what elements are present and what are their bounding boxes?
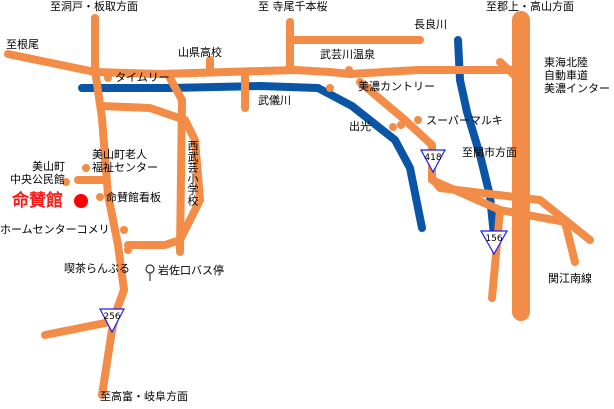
meisankan-marker [74, 194, 88, 208]
poi-dot-hall [62, 178, 70, 186]
landmark-home-center: ホームセンターコメリ [0, 223, 110, 236]
roads [4, 14, 594, 399]
railway-label: 関江南線 [548, 272, 592, 285]
landmark-community-hall: 美山町 中央公民館 [10, 160, 65, 186]
shield-418-label: 418 [424, 153, 441, 163]
landmark-cafe: 喫茶らんぶる [64, 262, 130, 275]
landmark-mugi-onsen: 武芸川温泉 [320, 48, 375, 61]
shield-256: 256 [99, 308, 125, 334]
poi-dot-idemitsu2 [397, 121, 405, 129]
landmark-yamagata-high: 山県高校 [178, 46, 222, 59]
poi-dot-sign [96, 193, 104, 201]
shield-418: 418 [419, 149, 447, 174]
landmark-meisankan-sign: 命賛館看板 [106, 191, 161, 204]
direction-seki: 至関市方面 [462, 146, 517, 159]
school-road [166, 74, 186, 256]
direction-south: 至高富・岐阜方面 [100, 390, 188, 403]
landmark-meisankan: 命賛館 [12, 191, 63, 211]
landmark-idemitsu: 出光 [349, 120, 371, 133]
landmark-bus-stop: 岩佐口バス停 [158, 264, 224, 277]
shield-156: 156 [479, 230, 509, 256]
direction-west: 至根尾 [6, 38, 39, 51]
shield-156-label: 156 [485, 234, 502, 244]
school-loop [98, 102, 204, 249]
expressway-label: 東海北陸 自動車道 美濃インター [544, 56, 610, 95]
landmark-timely: タイムリー [115, 71, 170, 84]
poi-dots [62, 64, 422, 254]
poi-dot-yamagata [206, 64, 214, 72]
poi-dot-komeri [120, 226, 128, 234]
route-256-sw [41, 318, 114, 339]
landmark-elderly-center: 美山町老人 福祉センター [92, 148, 158, 174]
river-mugi-label: 武儀川 [258, 94, 291, 107]
bus-stop-pin [145, 264, 155, 281]
poi-dot-maruki [414, 116, 422, 124]
shield-256-label: 256 [103, 312, 120, 322]
poi-dot-elderly [82, 164, 90, 172]
landmark-super-maruki: スーパーマルキ [426, 114, 503, 127]
mugi-river [78, 82, 426, 232]
poi-dot-country [326, 84, 334, 92]
road-west-north [4, 50, 526, 78]
direction-north-center: 至 寺尾千本桜 [258, 0, 328, 13]
landmark-mino-school: 西武芸小学校 [186, 140, 199, 206]
poi-dot-onsen [345, 66, 353, 74]
river-nagara-label: 長良川 [414, 18, 447, 31]
poi-dot-timely [104, 74, 112, 82]
landmark-mino-country: 美濃カントリー [358, 80, 435, 93]
road-east [496, 206, 579, 266]
poi-dot-idemitsu [389, 123, 397, 131]
poi-dot-cafe [124, 246, 132, 254]
direction-north-right: 至郡上・高山方面 [486, 0, 574, 13]
direction-north-left: 至洞戸・板取方面 [50, 0, 138, 13]
